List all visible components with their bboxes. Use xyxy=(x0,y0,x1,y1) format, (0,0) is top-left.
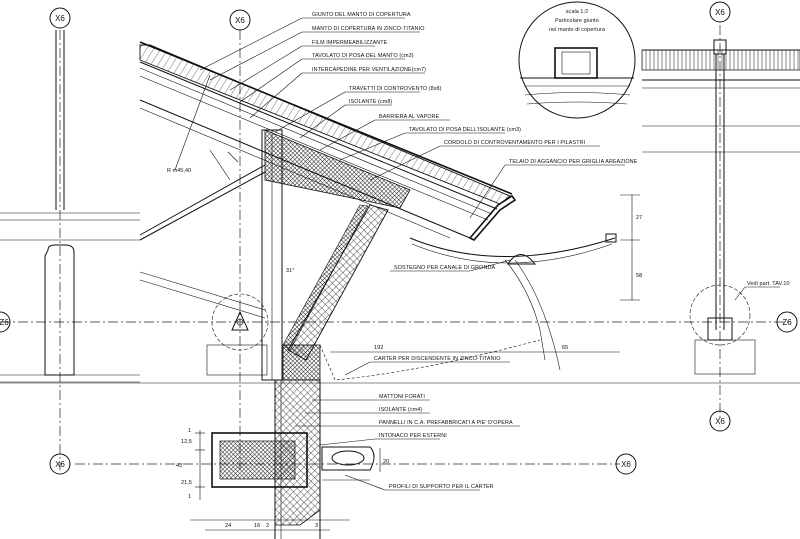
grid-marker-x6-top-left: X6 xyxy=(49,7,71,29)
dimension-values: 27 58 192 65 12,5 43 21,5 20 24 16 2 1 1… xyxy=(176,215,642,529)
label-film: FILM IMPERMEABILIZZANTE xyxy=(312,40,388,46)
label-travetti: TRAVETTI DI CONTROVENTO (8x8) xyxy=(349,86,442,92)
grid-marker-x6-bottom-right: X6 xyxy=(709,410,731,432)
label-tavolato-isolante: TAVOLATO DI POSA DELL'ISOLANTE (cm3) xyxy=(409,127,521,133)
label-isolante-cm4: ISOLANTE (cm4) xyxy=(379,407,422,413)
right-column-elevation xyxy=(641,39,800,375)
label-telaio: TELAIO DI AGGANCIO PER GRIGLIA AREAZIONE xyxy=(509,159,638,165)
dim-58: 58 xyxy=(636,273,642,279)
svg-text:X6: X6 xyxy=(621,460,631,469)
dim-20: 20 xyxy=(383,459,389,465)
grid-marker-x6-top-right: X6 xyxy=(709,1,731,23)
label-giunto: GIUNTO DEL MANTO DI COPERTURA xyxy=(312,12,411,18)
svg-text:X6: X6 xyxy=(715,8,725,17)
joint-detail-callout: scala 1:2 Particolare giunto nel manto d… xyxy=(518,1,636,119)
dim-1a: 1 xyxy=(188,428,191,434)
label-angle: 31° xyxy=(286,268,294,274)
label-mattoni: MATTONI FORATI xyxy=(379,394,425,400)
left-column-elevation xyxy=(0,30,140,383)
dim-21-5: 21,5 xyxy=(181,480,192,486)
callout-scale: scala 1:2 xyxy=(566,9,588,15)
grid-marker-x6-top-center: X6 xyxy=(229,9,251,31)
grid-marker-x6-mid-center: X6 xyxy=(615,453,637,475)
svg-text:Z6: Z6 xyxy=(0,318,9,327)
svg-text:X6: X6 xyxy=(715,417,725,426)
callout-line-1: Particolare giunto xyxy=(555,18,599,24)
dim-3: 3 xyxy=(315,523,318,529)
svg-text:X6: X6 xyxy=(235,16,245,25)
dimension-lines xyxy=(195,194,640,531)
dim-65: 65 xyxy=(562,345,568,351)
callout-line-2: nel manto di copertura xyxy=(549,27,605,33)
label-profili: PROFILI DI SUPPORTO PER IL CARTER xyxy=(389,484,494,490)
dim-2: 2 xyxy=(266,523,269,529)
grid-marker-z6-right: Z6 xyxy=(776,311,798,333)
dim-16: 16 xyxy=(254,523,260,529)
leader-lines xyxy=(199,17,780,491)
dim-12-5: 12,5 xyxy=(181,439,192,445)
dim-43: 43 xyxy=(176,463,182,469)
drainpipe-carter xyxy=(319,339,541,481)
svg-text:X6: X6 xyxy=(55,460,65,469)
grid-marker-z6-left: Z6 xyxy=(0,311,11,333)
svg-text:X6: X6 xyxy=(55,14,65,23)
pillar-and-wall xyxy=(0,129,800,539)
roof-structure xyxy=(139,41,617,371)
annotation-labels: GIUNTO DEL MANTO DI COPERTURA MANTO DI C… xyxy=(167,12,790,490)
label-isolante-top: ISOLANTE (cm8) xyxy=(349,99,392,105)
label-intercapedine: INTERCAPEDINE PER VENTILAZIONE(cm7) xyxy=(312,67,426,73)
label-cordolo: CORDOLO DI CONTROVENTAMENTO PER I PILAST… xyxy=(444,140,585,146)
label-radius: R m45,40 xyxy=(167,168,191,174)
grid-marker-x6-mid-left: X6 xyxy=(49,453,71,475)
dim-24: 24 xyxy=(225,523,231,529)
label-carter: CARTER PER DISCENDENTE IN ZINCO-TITANIO xyxy=(374,356,501,362)
dim-27: 27 xyxy=(636,215,642,221)
grid-markers: X6 X6 X6 X6 X6 X6 Z6 Z6 xyxy=(0,1,798,475)
label-intonaco: INTONACO PER ESTERNI xyxy=(379,433,447,439)
label-tavolato-manto: TAVOLATO DI POSA DEL MANTO (cm3) xyxy=(312,53,414,59)
label-manto: MANTO DI COPERTURA IN ZINCO-TITANIO xyxy=(312,26,425,32)
label-sostegno: SOSTEGNO PER CANALE DI GRONDA xyxy=(394,265,495,271)
label-barriera: BARRIERA AL VAPORE xyxy=(379,114,440,120)
label-vedi: Vedi part. TAV.10 xyxy=(747,281,790,287)
dim-192: 192 xyxy=(374,345,383,351)
dim-1b: 1 xyxy=(188,494,191,500)
svg-text:Z6: Z6 xyxy=(782,318,792,327)
label-pannelli: PANNELLI IN C.A. PREFABBRICATI A PIE' D'… xyxy=(379,420,513,426)
